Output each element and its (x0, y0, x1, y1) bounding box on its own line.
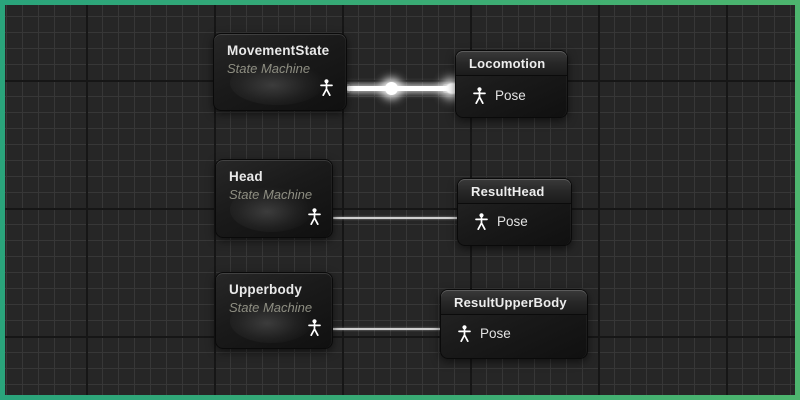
node-subtitle: State Machine (229, 187, 313, 202)
pose-input-pin-row[interactable]: Pose (441, 325, 587, 342)
node-subtitle: State Machine (229, 300, 313, 315)
blueprint-grid-canvas[interactable]: MovementState State Machine Locomotion P… (5, 5, 795, 395)
node-head[interactable]: Head State Machine (215, 159, 333, 238)
wire-movementstate-locomotion[interactable] (346, 86, 456, 91)
pose-input-pin-row[interactable]: Pose (458, 213, 571, 230)
wire-flow-bubble (385, 82, 398, 95)
node-title: Locomotion (456, 51, 567, 76)
node-locomotion[interactable]: Locomotion Pose (455, 50, 568, 118)
pose-pin-icon (308, 319, 321, 336)
pose-output-pin[interactable] (308, 208, 321, 225)
pose-pin-icon (308, 208, 321, 225)
node-subtitle: State Machine (227, 61, 311, 76)
node-upperbody[interactable]: Upperbody State Machine (215, 272, 333, 349)
pose-input-pin-row[interactable]: Pose (456, 87, 567, 104)
node-resulthead[interactable]: ResultHead Pose (457, 178, 572, 246)
pose-pin-icon (320, 79, 333, 96)
pose-pin-icon (473, 87, 486, 104)
pose-output-pin[interactable] (308, 319, 321, 336)
wire-end-glow (446, 83, 459, 94)
pose-pin-label: Pose (495, 88, 526, 103)
wire-upperbody-resultupperbody[interactable] (332, 328, 444, 330)
node-title: Head (229, 169, 263, 184)
pose-output-pin[interactable] (320, 79, 333, 96)
pose-pin-label: Pose (497, 214, 528, 229)
wire-head-resulthead[interactable] (333, 217, 459, 219)
pose-pin-icon (475, 213, 488, 230)
node-title: Upperbody (229, 282, 303, 297)
node-title: ResultHead (458, 179, 571, 204)
node-resultupperbody[interactable]: ResultUpperBody Pose (440, 289, 588, 359)
node-title: MovementState (227, 43, 330, 58)
node-title: ResultUpperBody (441, 290, 587, 315)
node-movementstate[interactable]: MovementState State Machine (213, 33, 347, 111)
pose-pin-icon (458, 325, 471, 342)
pose-pin-label: Pose (480, 326, 511, 341)
